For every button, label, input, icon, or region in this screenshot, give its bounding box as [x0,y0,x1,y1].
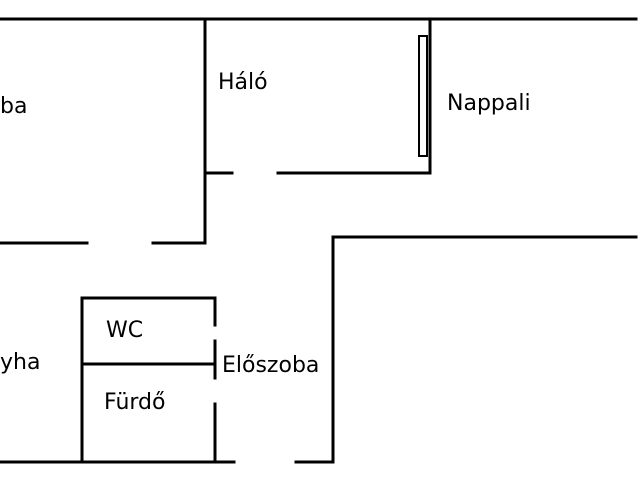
room-label-nappali: Nappali [447,91,531,116]
room-label-wc: WC [106,318,144,343]
room-label-furdo: Fürdő [104,390,166,415]
room-label-top-left: ba [0,94,28,119]
room-label-halo: Háló [218,70,268,95]
sliding-door [418,35,428,157]
room-label-eloszoba: Előszoba [222,353,320,378]
room-label-konyha: yha [0,350,41,375]
